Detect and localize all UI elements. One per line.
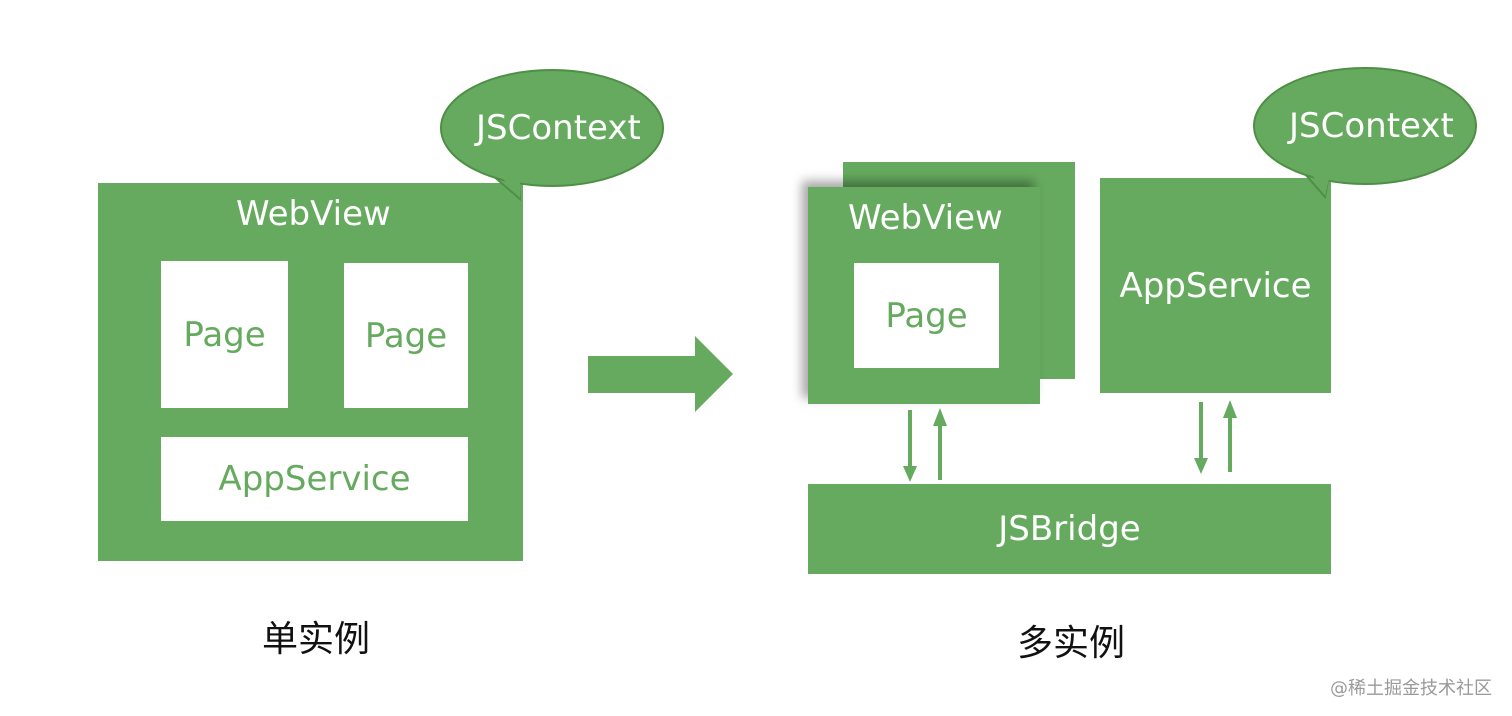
transition-arrow-icon — [588, 336, 733, 412]
multi-jscontext-label: JSContext — [1289, 106, 1454, 146]
appservice-jsbridge-arrows — [1194, 400, 1237, 474]
single-page-box-2: Page — [344, 263, 468, 408]
multi-appservice-box: AppService — [1100, 178, 1331, 393]
multi-caption: 多实例 — [1017, 623, 1126, 664]
multi-webview-label: WebView — [848, 198, 1003, 238]
single-caption: 单实例 — [262, 619, 371, 660]
multi-jsbridge-label: JSBridge — [998, 509, 1141, 549]
multi-jsbridge-box: JSBridge — [808, 484, 1331, 574]
single-webview-label: WebView — [236, 194, 391, 234]
single-page-label-2: Page — [364, 315, 448, 356]
single-page-label-1: Page — [183, 314, 266, 355]
watermark-text: @稀土掘金技术社区 — [1330, 678, 1492, 699]
webview-jsbridge-arrows — [903, 408, 947, 482]
single-appservice-box: AppService — [161, 437, 468, 521]
multi-page-label: Page — [885, 295, 968, 336]
single-jscontext-label: JSContext — [476, 108, 641, 148]
multi-page-box: Page — [854, 263, 999, 368]
single-appservice-label: AppService — [218, 459, 411, 499]
single-page-box-1: Page — [161, 261, 288, 408]
multi-appservice-label: AppService — [1119, 265, 1312, 306]
